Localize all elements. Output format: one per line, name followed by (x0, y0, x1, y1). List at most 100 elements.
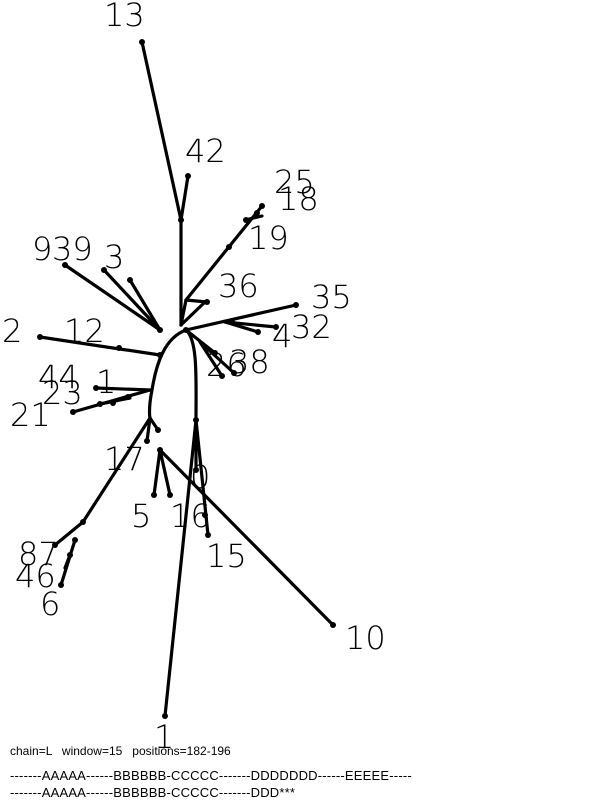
tree-branch (184, 328, 198, 472)
tree-node (144, 438, 150, 444)
tree-branch (179, 174, 190, 222)
tree-node (93, 385, 99, 391)
tree-label: 18 (278, 180, 319, 218)
tree-branch (184, 303, 298, 332)
sequence-line-1: -------AAAAA------BBBBBB-CCCCC-------DDD… (10, 768, 412, 783)
tree-node (151, 492, 157, 498)
tree-node (183, 327, 189, 333)
tree-node (37, 334, 43, 340)
tree-branch (158, 448, 172, 497)
tree-branch (102, 268, 162, 332)
tree-label: 13 (104, 0, 145, 34)
tree-node (157, 327, 163, 333)
tree-label: 32 (291, 308, 332, 346)
tree-node (243, 217, 249, 223)
tree-node (58, 582, 64, 588)
tree-node (157, 352, 163, 358)
tree-node (219, 373, 225, 379)
tree-label: 39 (52, 230, 93, 268)
tree-branch (198, 340, 236, 375)
tree-node (127, 277, 133, 283)
tree-node (110, 400, 116, 406)
tree-node (67, 552, 73, 558)
tree-node (212, 350, 218, 356)
tree-branch (94, 386, 152, 392)
tree-label: 87 (18, 535, 59, 573)
tree-branch (163, 418, 198, 718)
tree-label: 46 (15, 557, 56, 595)
tree-label: 25 (274, 163, 315, 201)
tree-label: 17 (104, 440, 145, 478)
tree-node (259, 203, 265, 209)
tree-node (125, 394, 131, 400)
tree-node (178, 217, 184, 223)
tree-node (155, 427, 161, 433)
tree-node (231, 370, 237, 376)
tree-branch (198, 340, 224, 378)
tree-label: 23 (42, 374, 83, 412)
tree-branch (81, 416, 152, 524)
parameters-line: chain=L window=15 positions=182-196 (10, 744, 231, 758)
tree-label: 0 (190, 458, 210, 496)
tree-node (139, 39, 145, 45)
tree-node (185, 173, 191, 179)
tree-node (70, 409, 76, 415)
tree-node (101, 267, 107, 273)
tree-branch (179, 300, 207, 327)
tree-node (80, 519, 86, 525)
tree-node (293, 302, 299, 308)
tree-label: 5 (131, 497, 151, 535)
tree-label: 1 (96, 363, 116, 401)
tree-branch (140, 40, 183, 327)
tree-label: 3 (104, 238, 124, 276)
tree-node (72, 537, 78, 543)
tree-label: 1 (154, 718, 174, 756)
tree-node (193, 467, 199, 473)
sequence-line-2: -------AAAAA------BBBBBB-CCCCC-------DDD… (10, 785, 296, 800)
tree-node (157, 447, 163, 453)
tree-node (226, 244, 232, 250)
tree-node (204, 299, 210, 305)
tree-node (205, 532, 211, 538)
tree-label: 26 (206, 346, 247, 384)
tree-label: 15 (206, 537, 247, 575)
tree-branch (128, 278, 162, 332)
tree-node (273, 324, 279, 330)
tree-node (255, 329, 261, 335)
tree-label: 9 (32, 230, 52, 268)
tree-label: 42 (185, 132, 226, 170)
tree-node (193, 417, 199, 423)
tree-branch (53, 520, 85, 547)
tree-node (254, 210, 260, 216)
tree-node (229, 319, 235, 325)
tree-branch (145, 416, 152, 443)
tree-label: 44 (38, 358, 79, 396)
tree-node (162, 713, 168, 719)
tree-branch (63, 263, 162, 332)
tree-node (202, 512, 208, 518)
tree-branch (179, 298, 188, 327)
tree-label: 35 (311, 278, 352, 316)
tree-label: 16 (170, 497, 211, 535)
tree-branch (152, 448, 162, 497)
tree-label: 19 (248, 219, 289, 257)
tree-label: 2 (2, 312, 22, 350)
tree-branch (38, 335, 162, 357)
tree-node (167, 492, 173, 498)
tree-node (62, 262, 68, 268)
tree-label: 4 (272, 317, 292, 355)
tree-label: 6 (40, 585, 60, 623)
tree-label: 12 (64, 312, 105, 350)
tree-label: 36 (218, 267, 259, 305)
tree-label: 21 (10, 396, 51, 434)
tree-node (116, 345, 122, 351)
tree-branch (147, 328, 188, 420)
tree-node (330, 622, 336, 628)
tree-node (97, 401, 103, 407)
tree-nodes (37, 39, 336, 719)
tree-label: 10 (345, 619, 386, 657)
tree-node (52, 542, 58, 548)
tree-label: 38 (229, 343, 270, 381)
